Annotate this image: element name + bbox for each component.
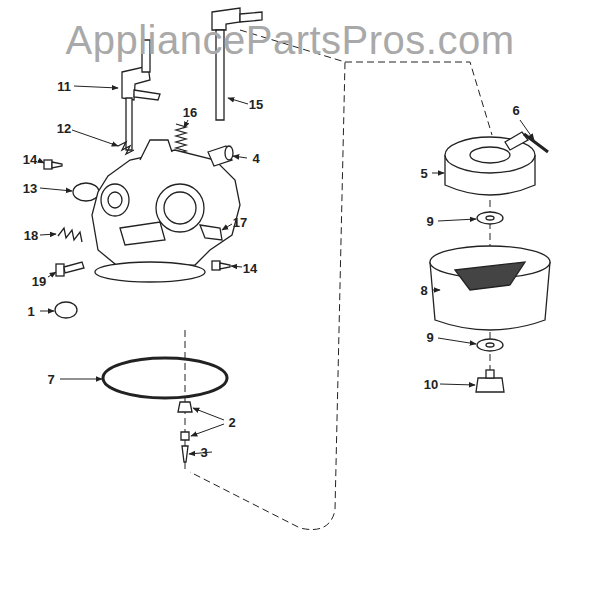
gasket-ring xyxy=(103,358,227,398)
watermark: AppliancePartsPros.com xyxy=(66,20,515,60)
callout-number: 18 xyxy=(24,229,38,242)
callout-number: 15 xyxy=(249,98,263,111)
bowl-nut xyxy=(476,370,504,392)
carburetor-body xyxy=(92,140,240,282)
leader-line xyxy=(38,86,534,454)
callout-number: 10 xyxy=(424,378,438,391)
screw-part xyxy=(212,261,230,270)
callout-number: 4 xyxy=(252,152,259,165)
callout-number: 19 xyxy=(32,275,46,288)
callout-number: 2 xyxy=(228,416,235,429)
float-bowl xyxy=(430,246,550,330)
washer-part xyxy=(477,212,503,224)
callout-number: 14 xyxy=(243,262,257,275)
callout-number: 7 xyxy=(47,373,54,386)
callout-number: 6 xyxy=(512,104,519,117)
callout-number: 3 xyxy=(200,446,207,459)
callout-number: 12 xyxy=(57,122,71,135)
float-part xyxy=(445,132,535,195)
callout-number: 17 xyxy=(233,216,247,229)
pin-part xyxy=(524,134,548,152)
needle-part xyxy=(178,402,192,462)
callout-number: 5 xyxy=(420,167,427,180)
spring-part xyxy=(176,124,186,154)
spring-part xyxy=(58,228,82,242)
seal-part xyxy=(55,302,77,318)
callout-number: 11 xyxy=(57,80,71,93)
plate-part xyxy=(200,225,222,240)
callout-number: 9 xyxy=(426,215,433,228)
spring-part xyxy=(118,142,134,154)
callout-number: 13 xyxy=(23,182,37,195)
callout-number: 8 xyxy=(420,284,427,297)
fitting-part xyxy=(208,146,233,166)
callout-number: 16 xyxy=(183,106,197,119)
screw-part xyxy=(56,262,84,276)
callout-number: 1 xyxy=(27,305,34,318)
throttle-plate xyxy=(73,183,99,201)
screw-part xyxy=(44,160,62,169)
callout-number: 14 xyxy=(23,153,37,166)
callout-number: 9 xyxy=(426,331,433,344)
washer-part xyxy=(477,339,503,351)
